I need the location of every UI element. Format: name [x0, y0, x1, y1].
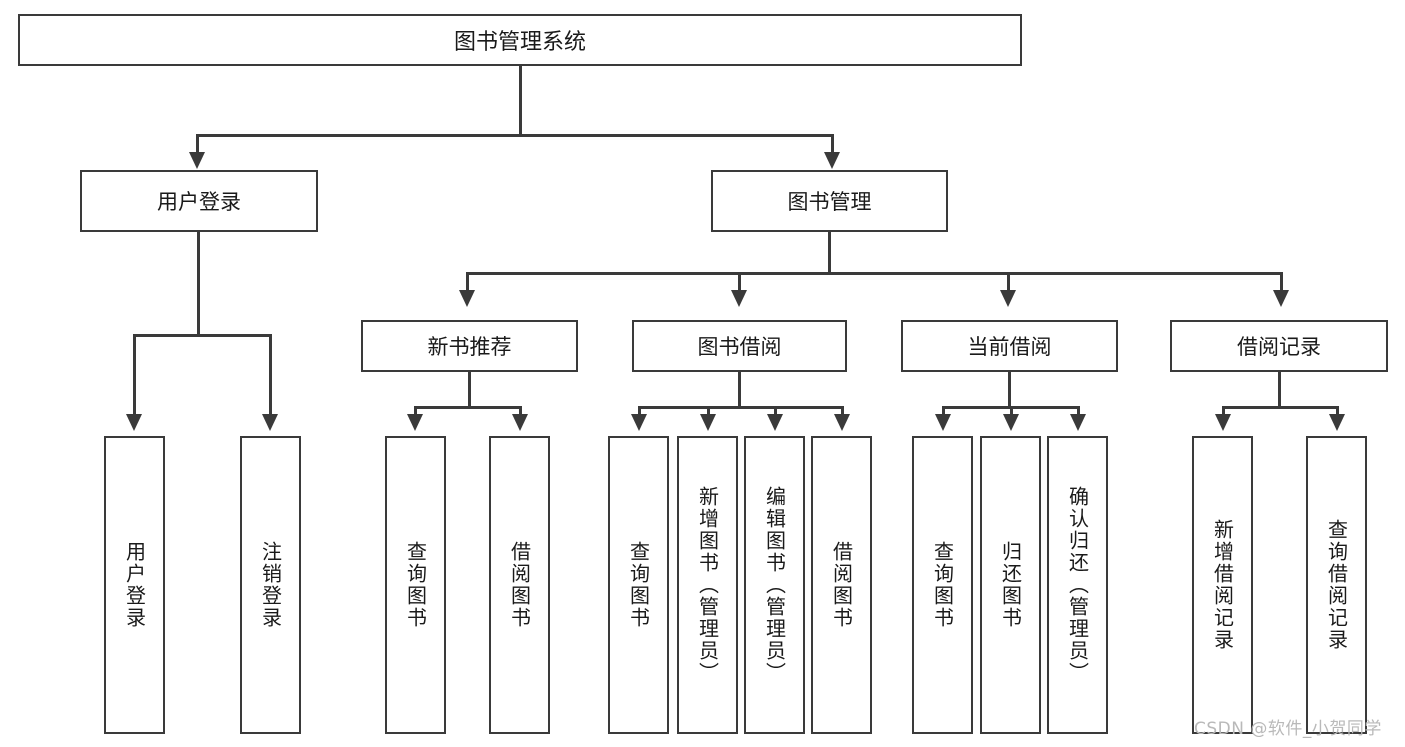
node-leaf-add-borrow-record[interactable]: 新增借阅记录 [1192, 436, 1253, 734]
arrowhead-book-borrow-l4 [834, 414, 850, 431]
node-book-management[interactable]: 图书管理 [711, 170, 948, 232]
node-label: 查询图书 [626, 541, 651, 629]
node-label: 查询借阅记录 [1324, 519, 1349, 651]
node-label: 用户登录 [122, 541, 147, 629]
node-leaf-query-borrow-record[interactable]: 查询借阅记录 [1306, 436, 1367, 734]
connector-book-borrow-l3 [774, 406, 777, 418]
connector-book-mgmt-c1 [466, 272, 469, 294]
node-new-book-recommend[interactable]: 新书推荐 [361, 320, 578, 372]
connector-current-borrow-l3 [1077, 406, 1080, 418]
connector-new-book-l2 [519, 406, 522, 418]
node-label: 查询图书 [930, 541, 955, 629]
arrowhead-user-login-leaf2 [262, 414, 278, 431]
node-leaf-query-book-recommend[interactable]: 查询图书 [385, 436, 446, 734]
connector-borrow-records-stem [1278, 372, 1281, 408]
node-root-system[interactable]: 图书管理系统 [18, 14, 1022, 66]
connector-borrow-records-bus [1222, 406, 1339, 409]
connector-book-mgmt-stem [828, 232, 831, 274]
connector-root-to-user-login [196, 134, 199, 156]
connector-new-book-stem [468, 372, 471, 408]
node-label: 借阅记录 [1237, 335, 1321, 359]
node-book-borrow[interactable]: 图书借阅 [632, 320, 847, 372]
arrowhead-current-borrow-l2 [1003, 414, 1019, 431]
connector-user-login-bus [133, 334, 269, 337]
arrowhead-new-book-l1 [407, 414, 423, 431]
connector-book-mgmt-bus [466, 272, 1283, 275]
node-label: 图书借阅 [697, 335, 782, 359]
arrowhead-book-borrow-l1 [631, 414, 647, 431]
node-label: 查询图书 [403, 541, 428, 629]
connector-user-login-stem [197, 232, 200, 336]
node-label: 新增图书（管理员） [695, 486, 720, 684]
connector-new-book-l1 [414, 406, 417, 418]
arrowhead-book-borrow-l2 [700, 414, 716, 431]
arrowhead-borrow-records [1273, 290, 1289, 307]
arrowhead-current-borrow [1000, 290, 1016, 307]
node-label: 借阅图书 [507, 541, 532, 629]
node-label: 用户登录 [157, 190, 241, 214]
connector-root-bus [196, 134, 834, 137]
node-leaf-query-book-current[interactable]: 查询图书 [912, 436, 973, 734]
connector-book-mgmt-c4 [1280, 272, 1283, 294]
connector-root-to-book-mgmt [831, 134, 834, 156]
node-leaf-confirm-return-admin[interactable]: 确认归还（管理员） [1047, 436, 1108, 734]
node-current-borrow[interactable]: 当前借阅 [901, 320, 1118, 372]
node-leaf-borrow-book[interactable]: 借阅图书 [811, 436, 872, 734]
connector-book-borrow-l1 [638, 406, 641, 418]
node-label: 图书管理 [787, 190, 872, 214]
node-user-login[interactable]: 用户登录 [80, 170, 318, 232]
node-label: 借阅图书 [829, 541, 854, 629]
arrowhead-book-borrow-l3 [767, 414, 783, 431]
connector-book-mgmt-c2 [738, 272, 741, 294]
arrowhead-new-book-l2 [512, 414, 528, 431]
connector-book-borrow-l2 [707, 406, 710, 418]
node-leaf-return-book[interactable]: 归还图书 [980, 436, 1041, 734]
connector-borrow-records-l1 [1222, 406, 1225, 418]
connector-book-borrow-bus [638, 406, 844, 409]
node-leaf-add-book-admin[interactable]: 新增图书（管理员） [677, 436, 738, 734]
node-label: 注销登录 [258, 541, 283, 629]
connector-current-borrow-l1 [942, 406, 945, 418]
node-label: 编辑图书（管理员） [762, 486, 787, 684]
node-label: 确认归还（管理员） [1065, 486, 1090, 684]
node-label: 当前借阅 [967, 335, 1052, 359]
connector-borrow-records-l2 [1336, 406, 1339, 418]
arrowhead-book-borrow [731, 290, 747, 307]
arrowhead-book-mgmt [824, 152, 840, 169]
connector-current-borrow-stem [1008, 372, 1011, 408]
arrowhead-new-book-recommend [459, 290, 475, 307]
node-label: 图书管理系统 [453, 30, 586, 55]
node-label: 新书推荐 [427, 335, 512, 359]
node-label: 归还图书 [998, 541, 1023, 629]
connector-root-stem [519, 66, 522, 136]
node-leaf-user-login[interactable]: 用户登录 [104, 436, 165, 734]
arrowhead-user-login-leaf1 [126, 414, 142, 431]
arrowhead-borrow-records-l1 [1215, 414, 1231, 431]
connector-book-mgmt-c3 [1007, 272, 1010, 294]
connector-book-borrow-stem [738, 372, 741, 408]
node-leaf-logout[interactable]: 注销登录 [240, 436, 301, 734]
node-label: 新增借阅记录 [1210, 519, 1235, 651]
node-borrow-records[interactable]: 借阅记录 [1170, 320, 1388, 372]
connector-current-borrow-l2 [1010, 406, 1013, 418]
connector-user-login-leaf1 [133, 334, 136, 418]
node-leaf-query-book-borrow[interactable]: 查询图书 [608, 436, 669, 734]
arrowhead-user-login [189, 152, 205, 169]
connector-new-book-bus [414, 406, 522, 409]
node-leaf-borrow-book-recommend[interactable]: 借阅图书 [489, 436, 550, 734]
arrowhead-current-borrow-l1 [935, 414, 951, 431]
connector-user-login-leaf2 [269, 334, 272, 418]
connector-book-borrow-l4 [841, 406, 844, 418]
arrowhead-current-borrow-l3 [1070, 414, 1086, 431]
arrowhead-borrow-records-l2 [1329, 414, 1345, 431]
node-leaf-edit-book-admin[interactable]: 编辑图书（管理员） [744, 436, 805, 734]
